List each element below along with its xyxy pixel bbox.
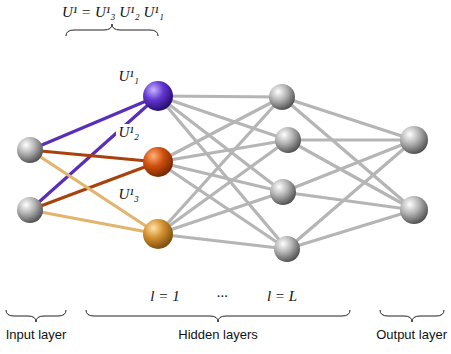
layer-index: l = L	[267, 288, 297, 305]
unitary-label: U¹₁	[116, 68, 141, 85]
unitary-label: U¹₂	[116, 124, 141, 141]
braces	[6, 24, 444, 322]
matrix-product: U¹ = U¹₃ U¹₂ U¹₁	[62, 4, 164, 21]
layer-name: Hidden layers	[178, 328, 258, 343]
layer-index: l = 1	[150, 288, 179, 305]
hidden-connections	[158, 96, 414, 249]
input-connections	[30, 96, 158, 234]
ellipsis: ···	[216, 288, 227, 305]
neurons	[17, 81, 428, 262]
layer-name: Output layer	[376, 328, 447, 343]
layer-name: Input layer	[6, 328, 67, 343]
unitary-label: U¹₃	[116, 186, 141, 203]
